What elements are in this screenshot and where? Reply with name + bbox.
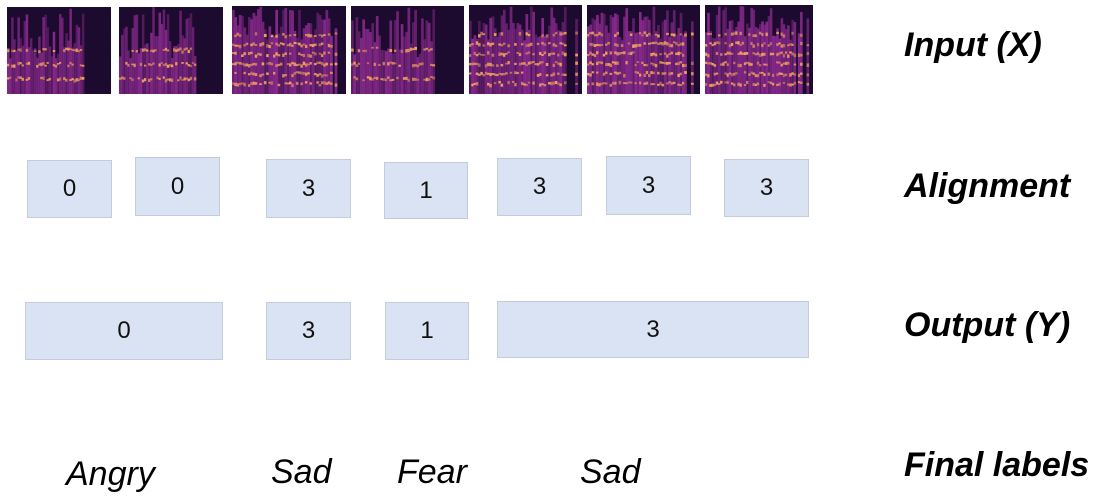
- spectrogram-4: [351, 6, 464, 94]
- row-label-output: Output (Y): [904, 306, 1071, 344]
- spectrogram-7: [705, 5, 813, 94]
- output-box: 0: [25, 302, 223, 360]
- alignment-box: 0: [135, 157, 220, 216]
- alignment-box: 3: [724, 159, 809, 217]
- final-label: Angry: [66, 455, 155, 493]
- row-label-alignment: Alignment: [904, 167, 1071, 205]
- output-box: 1: [385, 302, 469, 360]
- final-label: Fear: [397, 453, 467, 491]
- spectrogram-1: [7, 7, 111, 94]
- output-box: 3: [497, 301, 809, 358]
- alignment-box: 0: [27, 160, 112, 218]
- row-label-input: Input (X): [904, 26, 1042, 64]
- row-label-final: Final labels: [904, 446, 1090, 484]
- final-label: Sad: [580, 453, 641, 491]
- spectrogram-5: [469, 5, 582, 94]
- spectrogram-6: [587, 5, 700, 94]
- alignment-box: 3: [606, 156, 691, 215]
- final-label: Sad: [271, 453, 332, 491]
- output-box: 3: [266, 302, 351, 360]
- spectrogram-2: [119, 7, 223, 94]
- alignment-box: 3: [497, 158, 582, 216]
- alignment-box: 3: [266, 159, 351, 218]
- alignment-box: 1: [384, 162, 468, 219]
- spectrogram-3: [232, 6, 346, 94]
